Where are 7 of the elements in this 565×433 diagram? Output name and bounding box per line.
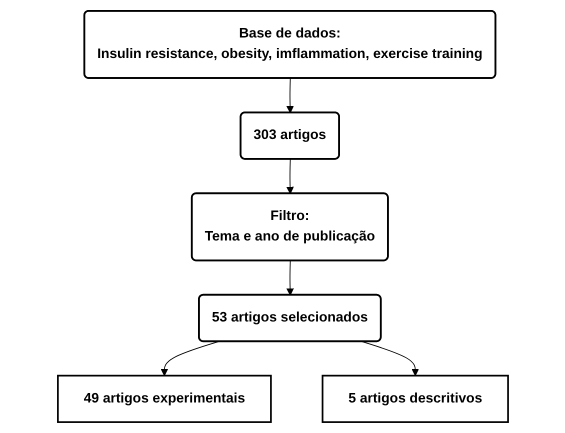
arrow [361, 341, 419, 376]
arrow [286, 260, 294, 296]
arrow [286, 78, 294, 114]
arrow [160, 341, 218, 376]
node-box: 49 artigos experimentais [56, 374, 272, 423]
arrow [286, 158, 294, 194]
node-box: 5 artigos descritivos [321, 374, 508, 423]
